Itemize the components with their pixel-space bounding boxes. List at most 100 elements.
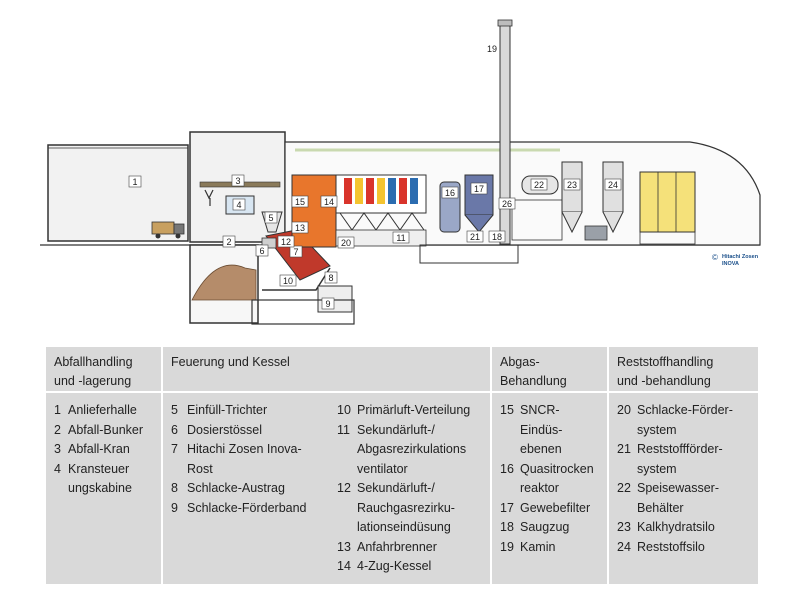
legend-item-number: 12 [337,481,351,495]
legend-item-number: 10 [337,403,351,417]
legend-item-number: 20 [617,403,631,417]
svg-text:14: 14 [324,197,334,207]
legend-item: lationseindüsung [337,518,484,538]
crane-grab-icon [204,189,214,206]
legend-item: Abgasrezirkulations [337,440,484,460]
legend-item-number [337,518,357,538]
legend-item-number: 5 [171,403,178,417]
legend-item-text: Abfall-Kran [68,442,130,456]
legend-col-header: Reststoffhandling und -behandlung [609,347,758,393]
svg-text:7: 7 [293,247,298,257]
legend-col-header: Abfallhandling und -lagerung [46,347,161,393]
legend-item-number [500,440,520,460]
legend-item: 12 Sekundärluft-/ [337,479,484,499]
legend-item: ventilator [337,460,484,480]
legend-item-number [337,440,357,460]
stack [497,19,513,245]
callout-2: 2 [222,235,236,248]
legend-item-number: 3 [54,442,61,456]
callout-26: 26 [498,197,516,210]
legend-item-number: 24 [617,539,631,554]
callout-14: 14 [320,195,338,208]
svg-text:4: 4 [236,200,241,210]
legend-item-number: 6 [171,422,178,437]
plant-diagram: 1 2 3 4 5 6 7 8 9 10 11 12 13 14 15 16 1… [40,19,761,325]
legend-item-text: Kransteuer [68,461,130,476]
legend-item-number: 14 [337,559,351,573]
legend-item-text: system [637,461,677,476]
legend-item-number: 1 [54,403,61,417]
legend-item-number: 18 [500,520,514,534]
legend-item-text: 4-Zug-Kessel [357,559,432,573]
legend-item-number: 8 [171,481,178,495]
legend-item-number: 9 [171,500,178,515]
legend-item: 8 Schlacke-Austrag [171,479,337,499]
legend-item-number: 15 [500,403,514,417]
legend-item-text: ebenen [520,442,562,456]
callout-11: 11 [392,231,410,244]
conveyor-frame [511,199,563,241]
svg-text:10: 10 [283,276,293,286]
tanker-truck-icon [584,225,608,241]
svg-text:18: 18 [492,232,502,242]
legend-item: 22 Speisewasser- [617,479,752,499]
svg-text:©: © [712,253,718,262]
legend-item-text: Rost [187,461,213,476]
callout-3: 3 [231,174,245,187]
fabric-filter [464,174,494,216]
svg-text:23: 23 [567,180,577,190]
callout-15: 15 [291,195,309,208]
callout-24: 24 [604,178,622,191]
callout-22: 22 [530,178,548,191]
legend-item-number: 23 [617,520,631,534]
residue-storage [639,171,696,245]
svg-text:2: 2 [226,237,231,247]
legend-item: Rauchgasrezirku- [337,499,484,519]
legend-item-text: reaktor [520,481,559,495]
legend-col-header: Abgas- Behandlung [492,347,607,393]
svg-text:19: 19 [487,44,497,54]
legend-item-text: Schlacke-Austrag [187,481,285,495]
legend-item-text: Speisewasser- [637,481,719,495]
svg-text:20: 20 [341,238,351,248]
legend-item: ebenen [500,440,601,460]
legend-item-number: 17 [500,500,514,515]
legend-item-number: 22 [617,481,631,495]
svg-text:5: 5 [268,213,273,223]
callout-12: 12 [277,235,295,248]
callout-10: 10 [279,274,297,287]
callout-18: 18 [488,230,506,243]
svg-text:16: 16 [445,188,455,198]
legend-item-text: Schlacke-Förderband [187,500,307,515]
legend-item-text: lationseindüsung [357,520,451,534]
legend-item-text: ungskabine [68,481,132,495]
legend-item-text: Sekundärluft-/ [357,481,435,495]
bunker-building [189,131,286,324]
svg-text:17: 17 [474,184,484,194]
legend-item-text: Abfall-Bunker [68,422,144,437]
legend-item-text: SNCR-Eindüs- [520,403,563,437]
legend-item-text: Abgasrezirkulations [357,442,467,456]
legend-item-text: Dosierstössel [187,422,263,437]
svg-text:26: 26 [502,199,512,209]
waste-pile [191,264,257,301]
heat-exchanger-bundles [344,178,418,204]
legend-item: Behälter [617,499,752,519]
legend-item: 24 Reststoffsilo [617,538,752,558]
legend-item-text: Primärluft-Verteilung [357,403,471,417]
svg-text:6: 6 [259,246,264,256]
legend-item: system [617,460,752,480]
legend-item-text: Einfüll-Trichter [187,403,268,417]
legend-item-text: Reststoffsilo [637,539,705,554]
legend-item-number: 7 [171,442,178,456]
